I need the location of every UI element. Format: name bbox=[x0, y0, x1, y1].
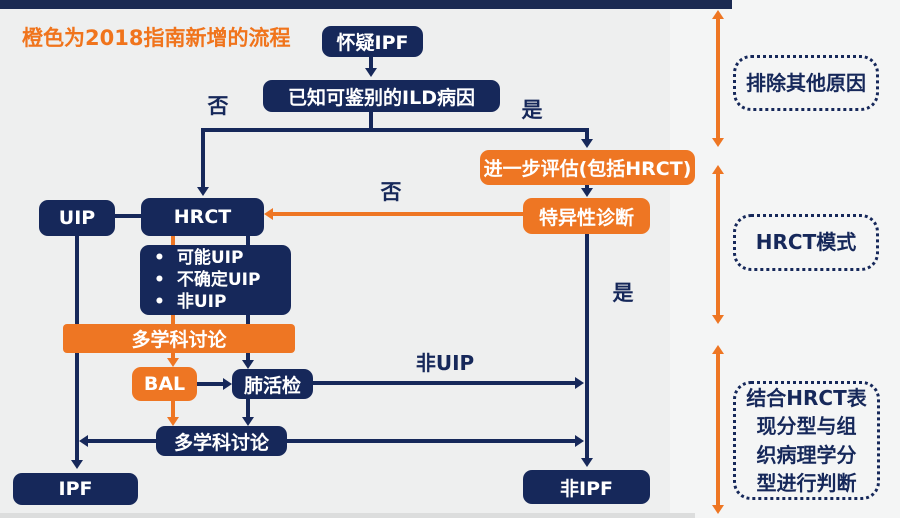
node-multidisciplinary-discussion-1: 多学科讨论 bbox=[63, 324, 295, 353]
node-non-ipf: 非IPF bbox=[523, 470, 650, 504]
arrowhead-down-icon bbox=[712, 505, 724, 514]
arrow-shaft bbox=[716, 171, 720, 318]
flow-line-orange bbox=[272, 212, 523, 216]
pattern-item-non-uip: • 非UIP bbox=[154, 292, 226, 313]
arrowhead-right-icon bbox=[575, 377, 584, 389]
flow-line bbox=[201, 128, 589, 132]
flow-line bbox=[246, 236, 250, 245]
flow-line bbox=[201, 128, 205, 188]
node-ipf: IPF bbox=[13, 473, 138, 505]
arrowhead-down-icon bbox=[581, 458, 593, 467]
arrowhead-down-icon bbox=[242, 360, 254, 369]
node-known-ild-cause: 已知可鉴别的ILD病因 bbox=[263, 80, 500, 112]
node-hrct: HRCT bbox=[141, 198, 264, 236]
flow-line bbox=[585, 185, 589, 189]
flow-line bbox=[246, 353, 250, 361]
arrowhead-down-icon bbox=[581, 139, 593, 148]
flow-line-dashed bbox=[171, 236, 175, 245]
arrowhead-down-icon bbox=[197, 187, 209, 196]
arrowhead-down-icon bbox=[712, 315, 724, 324]
pattern-item-label: 非UIP bbox=[176, 291, 227, 312]
flow-line bbox=[246, 399, 250, 417]
arrowhead-left-icon bbox=[264, 208, 273, 220]
flow-line bbox=[88, 439, 156, 443]
edge-label-yes-2: 是 bbox=[612, 281, 634, 305]
flow-line bbox=[287, 439, 575, 443]
node-further-evaluation: 进一步评估(包括HRCT) bbox=[480, 150, 695, 185]
top-border-strip bbox=[0, 0, 732, 9]
bullet-icon: • bbox=[154, 291, 165, 312]
arrowhead-up-icon bbox=[712, 165, 724, 174]
node-hrct-patterns: • 可能UIP • 不确定UIP • 非UIP bbox=[140, 245, 291, 315]
annotation-combined-judgment: 结合HRCT表 现分型与组 织病理学分 型进行判断 bbox=[733, 381, 880, 500]
flow-line-dashed bbox=[171, 353, 175, 359]
edge-label-no-1: 否 bbox=[207, 94, 229, 118]
bullet-icon: • bbox=[154, 269, 165, 290]
bullet-icon: • bbox=[154, 247, 165, 268]
pattern-item-label: 可能UIP bbox=[176, 247, 244, 268]
arrowhead-right-icon bbox=[223, 378, 232, 390]
arrowhead-down-icon bbox=[712, 138, 724, 147]
arrowhead-left-icon bbox=[79, 435, 88, 447]
flow-line bbox=[115, 214, 141, 218]
legend-note: 橙色为2018指南新增的流程 bbox=[22, 26, 291, 50]
flow-line bbox=[369, 112, 373, 132]
bottom-border-strip bbox=[0, 513, 695, 518]
arrowhead-right-icon bbox=[575, 435, 584, 447]
flow-line bbox=[246, 315, 250, 324]
node-bal: BAL bbox=[132, 367, 197, 401]
arrowhead-down-icon bbox=[365, 68, 377, 77]
stage-span-arrow-1 bbox=[712, 10, 724, 147]
arrowhead-down-icon bbox=[242, 417, 254, 426]
arrowhead-up-icon bbox=[712, 345, 724, 354]
node-lung-biopsy: 肺活检 bbox=[232, 369, 313, 399]
arrow-shaft bbox=[716, 16, 720, 141]
node-multidisciplinary-discussion-2: 多学科讨论 bbox=[156, 426, 287, 456]
edge-label-non-uip: 非UIP bbox=[415, 351, 475, 375]
flow-line bbox=[197, 382, 223, 386]
flow-line bbox=[313, 381, 575, 385]
flow-line bbox=[585, 128, 589, 140]
edge-label-yes-1: 是 bbox=[521, 98, 543, 122]
node-suspect-ipf: 怀疑IPF bbox=[322, 26, 423, 57]
flow-line-dashed bbox=[171, 401, 175, 417]
annotation-exclude-other-causes: 排除其他原因 bbox=[733, 55, 879, 111]
flow-line bbox=[369, 57, 373, 69]
arrowhead-down-icon bbox=[167, 417, 179, 426]
pattern-item-label: 不确定UIP bbox=[176, 269, 261, 290]
arrowhead-down-icon bbox=[71, 460, 83, 469]
stage-span-arrow-3 bbox=[712, 345, 724, 514]
edge-label-no-2: 否 bbox=[380, 180, 402, 204]
node-uip: UIP bbox=[39, 200, 115, 236]
arrowhead-down-icon bbox=[167, 358, 179, 367]
arrowhead-down-icon bbox=[581, 188, 593, 197]
flow-line bbox=[585, 234, 589, 458]
flow-line-dashed bbox=[171, 315, 175, 324]
arrowhead-up-icon bbox=[712, 10, 724, 19]
arrow-shaft bbox=[716, 351, 720, 508]
stage-span-arrow-2 bbox=[712, 165, 724, 324]
node-specific-diagnosis: 特异性诊断 bbox=[523, 198, 650, 234]
annotation-hrct-pattern: HRCT模式 bbox=[733, 214, 879, 271]
pattern-item-indeterminate-uip: • 不确定UIP bbox=[154, 270, 260, 291]
pattern-item-possible-uip: • 可能UIP bbox=[154, 248, 243, 269]
